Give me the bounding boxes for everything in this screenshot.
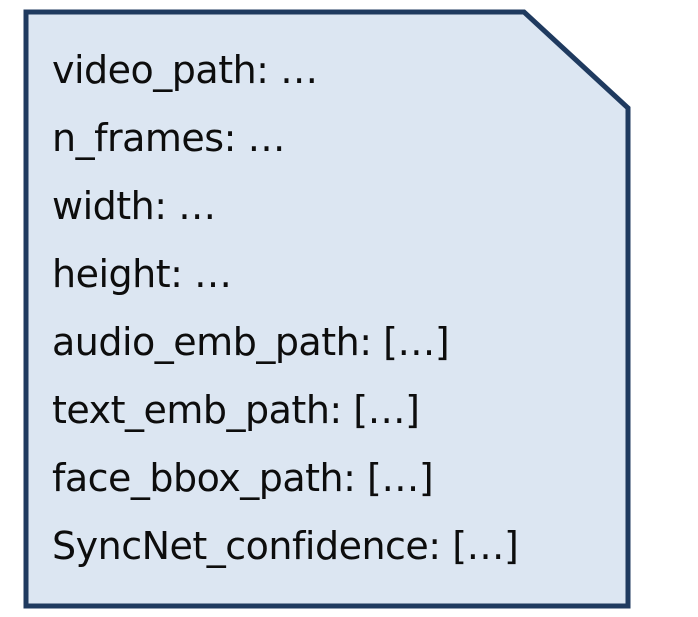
note-shape — [23, 9, 631, 609]
field-width: width: … — [52, 184, 216, 228]
field-video-path: video_path: … — [52, 48, 318, 92]
field-text-emb-path: text_emb_path: […] — [52, 388, 420, 432]
field-face-bbox-path: face_bbox_path: […] — [52, 456, 434, 500]
field-audio-emb-path: audio_emb_path: […] — [52, 320, 450, 364]
field-list: video_path: … n_frames: … width: … heigh… — [52, 36, 519, 580]
field-height: height: … — [52, 252, 232, 296]
field-syncnet-confidence: SyncNet_confidence: […] — [52, 524, 519, 568]
field-n-frames: n_frames: … — [52, 116, 285, 160]
